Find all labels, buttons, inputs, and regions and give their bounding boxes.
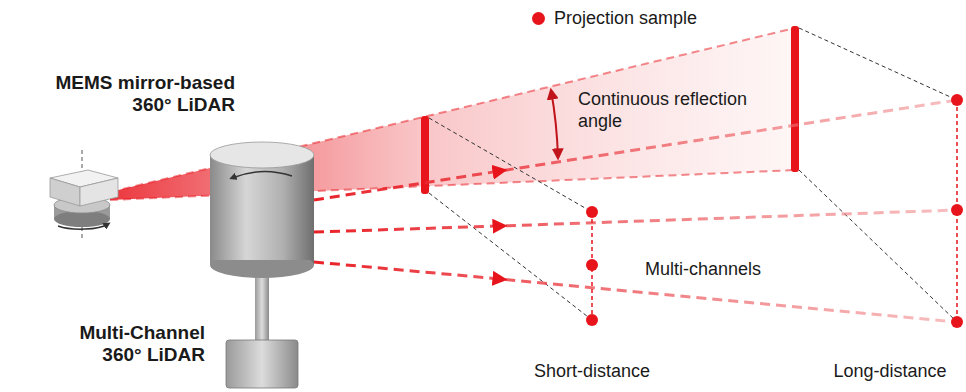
multichannel-lidar-device	[210, 142, 314, 388]
distance-label: Short-distance	[534, 360, 650, 382]
channel-ray	[314, 100, 957, 200]
legend-entry: Projection sample	[532, 7, 697, 29]
projection-samples	[586, 94, 963, 328]
projection-line-long	[791, 26, 799, 172]
angle-label: Continuous reflection angle	[578, 88, 763, 132]
channel-label: Multi-channels	[645, 258, 761, 280]
guide-line	[429, 118, 592, 212]
legend-text: Projection sample	[554, 7, 697, 29]
device-label: Multi-Channel 360° LiDAR	[45, 322, 205, 366]
guide-line	[799, 28, 957, 100]
guide-line	[799, 170, 957, 322]
angle-arc	[551, 90, 558, 158]
device-label: MEMS mirror-based 360° LiDAR	[35, 72, 235, 116]
distance-label: Long-distance	[833, 360, 946, 382]
guide-line	[429, 193, 592, 320]
channel-ray	[314, 262, 957, 322]
mems-lidar-device	[50, 150, 118, 240]
channel-ray	[314, 210, 957, 232]
legend-swatch	[532, 12, 545, 25]
